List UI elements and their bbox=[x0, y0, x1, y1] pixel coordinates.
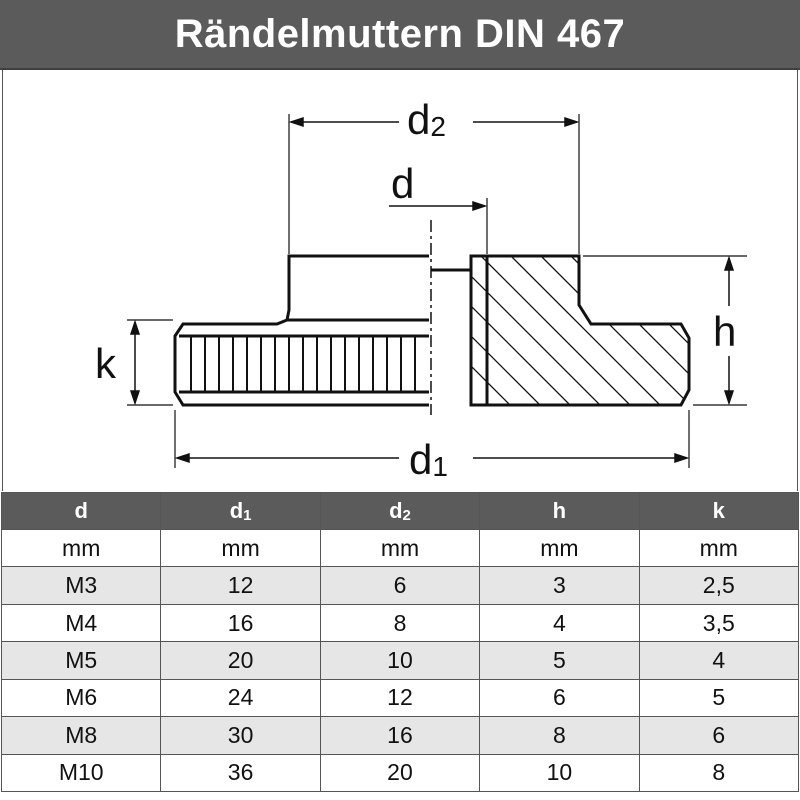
label-d: d bbox=[391, 160, 414, 207]
nut-outline bbox=[173, 254, 691, 407]
table-row: M8 30 16 8 6 bbox=[0, 716, 800, 755]
table-cell: 6 bbox=[638, 716, 800, 755]
label-d2: d2 bbox=[407, 96, 446, 143]
table-row: M4 16 8 4 3,5 bbox=[0, 603, 800, 643]
header-d: d bbox=[0, 492, 162, 530]
table-cell: M8 bbox=[0, 716, 162, 755]
table-cell: M6 bbox=[0, 678, 162, 718]
table-cell: 4 bbox=[638, 641, 800, 680]
header-h: h bbox=[479, 492, 640, 530]
knurled-nut-drawing: d2 d h k d1 bbox=[95, 96, 747, 483]
table-cell: 5 bbox=[638, 678, 800, 718]
label-h: h bbox=[713, 308, 736, 355]
unit-cell: mm bbox=[319, 528, 481, 568]
table-cell: M10 bbox=[0, 753, 162, 793]
units-row: mm mm mm mm mm bbox=[0, 528, 800, 568]
unit-cell: mm bbox=[479, 528, 640, 568]
table-cell: 2,5 bbox=[638, 566, 800, 605]
dimensions-table: d d1 d2 h k mm mm mm mm mm M3 12 6 3 2,5… bbox=[0, 492, 800, 793]
extension-lines bbox=[127, 114, 747, 468]
table-cell: 36 bbox=[160, 753, 321, 793]
table-cell: 4 bbox=[479, 603, 640, 643]
technical-drawing: d2 d h k d1 bbox=[2, 70, 798, 491]
table-cell: 10 bbox=[479, 753, 640, 793]
table-cell: 20 bbox=[319, 753, 481, 793]
header-d2: d2 bbox=[319, 492, 481, 530]
header-k: k bbox=[638, 492, 800, 530]
table-cell: M3 bbox=[0, 566, 162, 605]
page-title: Rändelmuttern DIN 467 bbox=[0, 0, 800, 70]
table-cell: 8 bbox=[638, 753, 800, 793]
table-row: M3 12 6 3 2,5 bbox=[0, 566, 800, 605]
dimension-lines bbox=[129, 116, 735, 464]
knurl-lines bbox=[190, 336, 416, 392]
table-cell: M4 bbox=[0, 603, 162, 643]
table-cell: 8 bbox=[479, 716, 640, 755]
unit-cell: mm bbox=[160, 528, 321, 568]
table-cell: 5 bbox=[479, 641, 640, 680]
table-cell: 10 bbox=[319, 641, 481, 680]
table-cell: 8 bbox=[319, 603, 481, 643]
table-header-row: d d1 d2 h k bbox=[0, 492, 800, 530]
table-row: M6 24 12 6 5 bbox=[0, 678, 800, 718]
table-cell: 12 bbox=[319, 678, 481, 718]
table-cell: 3,5 bbox=[638, 603, 800, 643]
label-k: k bbox=[95, 340, 117, 387]
unit-cell: mm bbox=[0, 528, 162, 568]
header-d1: d1 bbox=[160, 492, 321, 530]
table-cell: 16 bbox=[160, 603, 321, 643]
table-row: M5 20 10 5 4 bbox=[0, 641, 800, 680]
table-cell: 30 bbox=[160, 716, 321, 755]
table-cell: 12 bbox=[160, 566, 321, 605]
table-cell: 16 bbox=[319, 716, 481, 755]
table-cell: 3 bbox=[479, 566, 640, 605]
label-d1: d1 bbox=[409, 436, 448, 483]
table-cell: 24 bbox=[160, 678, 321, 718]
table-cell: M5 bbox=[0, 641, 162, 680]
table-cell: 6 bbox=[319, 566, 481, 605]
table-cell: 6 bbox=[479, 678, 640, 718]
unit-cell: mm bbox=[638, 528, 800, 568]
table-cell: 20 bbox=[160, 641, 321, 680]
table-row: M10 36 20 10 8 bbox=[0, 753, 800, 793]
